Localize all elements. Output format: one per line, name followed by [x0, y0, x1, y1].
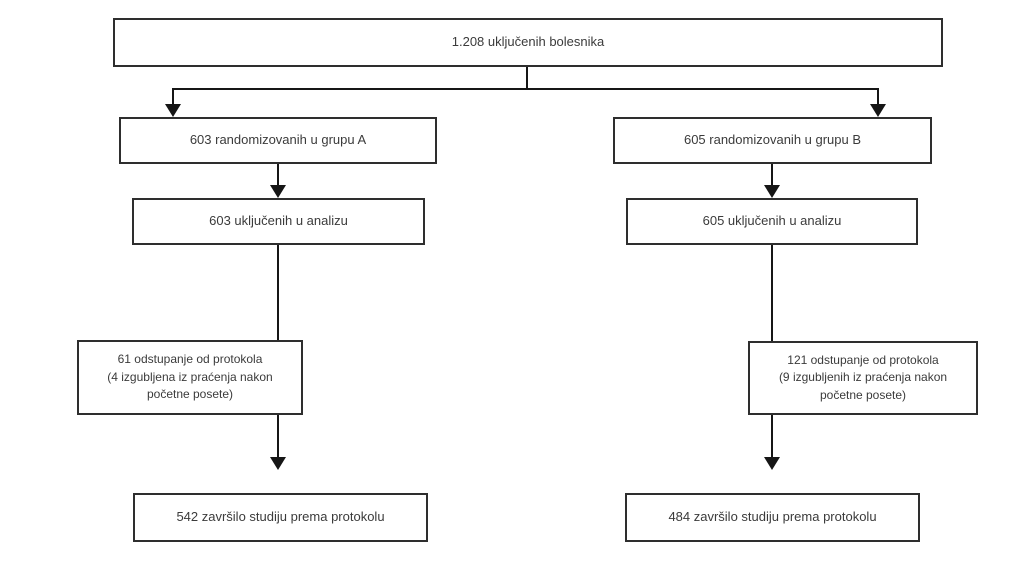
arrowhead-down-icon: [764, 457, 780, 470]
node-randomized-group-a: 603 randomizovanih u grupu A: [119, 117, 437, 164]
node-protocol-deviation-group-a-line3: početne posete): [146, 387, 234, 402]
node-protocol-deviation-group-b: 121 odstupanje od protokola (9 izgubljen…: [748, 341, 978, 415]
node-randomized-group-a-label: 603 randomizovanih u grupu A: [189, 132, 367, 148]
arrowhead-down-icon: [165, 104, 181, 117]
node-protocol-deviation-group-b-line2: (9 izgubljenih iz praćenja nakon: [778, 370, 948, 385]
node-completed-group-a: 542 završilo studiju prema protokolu: [133, 493, 428, 542]
connector-branch-horizontal: [172, 88, 879, 90]
node-protocol-deviation-group-a-line1: 61 odstupanje od protokola: [117, 352, 263, 367]
node-analyzed-group-a-label: 603 uključenih u analizu: [209, 213, 348, 229]
node-total-patients-label: 1.208 uključenih bolesnika: [451, 34, 605, 50]
node-protocol-deviation-group-b-line1: 121 odstupanje od protokola: [787, 352, 939, 367]
arrowhead-down-icon: [270, 185, 286, 198]
node-analyzed-group-a: 603 uključenih u analizu: [132, 198, 425, 245]
connector-top-vertical: [526, 67, 528, 89]
node-completed-group-b: 484 završilo studiju prema protokolu: [625, 493, 920, 542]
node-completed-group-b-label: 484 završilo studiju prema protokolu: [668, 509, 877, 525]
node-randomized-group-b: 605 randomizovanih u grupu B: [613, 117, 932, 164]
node-total-patients: 1.208 uključenih bolesnika: [113, 18, 943, 67]
node-completed-group-a-label: 542 završilo studiju prema protokolu: [176, 509, 385, 525]
node-analyzed-group-b-label: 605 uključenih u analizu: [702, 213, 842, 229]
node-protocol-deviation-group-a-line2: (4 izgubljena iz praćenja nakon: [107, 369, 273, 384]
node-protocol-deviation-group-b-line3: početne posete): [819, 387, 907, 402]
connector-branch-left-drop: [172, 88, 174, 106]
arrowhead-down-icon: [870, 104, 886, 117]
node-protocol-deviation-group-a: 61 odstupanje od protokola (4 izgubljena…: [77, 340, 303, 415]
connector-branch-right-drop: [877, 88, 879, 106]
connector-group-b-to-analysis: [771, 164, 773, 186]
arrowhead-down-icon: [270, 457, 286, 470]
arrowhead-down-icon: [764, 185, 780, 198]
connector-group-a-to-analysis: [277, 164, 279, 186]
node-analyzed-group-b: 605 uključenih u analizu: [626, 198, 918, 245]
node-randomized-group-b-label: 605 randomizovanih u grupu B: [683, 132, 862, 148]
